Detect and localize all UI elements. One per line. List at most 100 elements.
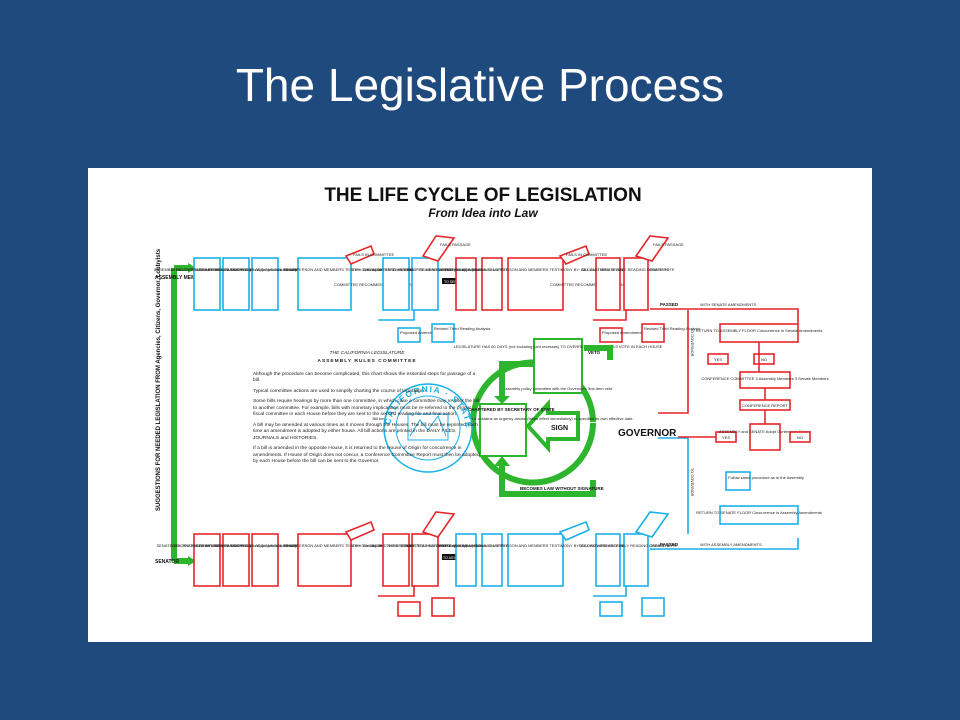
assembly-arrowhead [188, 263, 196, 273]
bottom-step-9-text: RULES ASSIGNS BILLS TO COMMITTEE [454, 543, 530, 548]
conference-report-text: CONFERENCE REPORT [742, 403, 788, 408]
chaptered-box [479, 403, 527, 457]
bottom-step-8-text: FIRST ASSEMBLY READING [440, 543, 493, 548]
bottom-step-11-text: SECOND ASSEMBLY READING [579, 543, 638, 548]
paragraph-1: Although the procedure can become compli… [253, 371, 476, 384]
top-step-8-text: FIRST SENATE READING [442, 267, 490, 272]
no-text-1: NO [761, 357, 767, 362]
seal-mountains [409, 414, 447, 437]
diagram-panel: THE LIFE CYCLE OF LEGISLATION From Idea … [88, 168, 872, 642]
revised-top-2-text: Revised Third Reading Analysis [644, 326, 700, 331]
senator-arrowhead [188, 556, 196, 566]
red-tag-1-text: FAILS IN COMMITTEE [353, 252, 394, 257]
bottom-step-1 [193, 533, 221, 587]
proposed-amend-bottom-2 [599, 601, 623, 617]
top-step-2-text: INTRODUCED BY MEMBER, NUMBERED, FIRST RE… [171, 267, 301, 272]
top-step-7-text: THIRD ASSEMBLY READING DEBATE VOTE [384, 267, 467, 272]
top-step-10-text: COMMITTEE HEARING Policy or Appropriatio… [401, 267, 670, 272]
governor-text: GOVERNOR [618, 428, 677, 439]
top-step-5 [297, 257, 352, 311]
with-assembly-amend: WITH ASSEMBLY AMENDMENTS [700, 542, 762, 547]
bottom-step-2-text: INTRODUCED BY MEMBER, NUMBERED, FIRST RE… [171, 543, 301, 548]
top-step-2 [222, 257, 250, 311]
revised-top-2 [641, 323, 665, 343]
bottom-step-10 [507, 533, 564, 587]
conference-text: CONFERENCE COMMITTEE 3 Assembly Members … [701, 376, 828, 381]
bottom-step-7-text: THIRD SENATE READING DEBATE VOTE [386, 543, 464, 548]
red-tag-2 [421, 235, 456, 262]
top-step-6 [382, 257, 410, 311]
revised-bottom-2 [641, 597, 665, 617]
diagram-subtitle: From Idea into Law [428, 206, 538, 220]
red-tag-4 [634, 235, 670, 262]
yes-text-1: YES [714, 357, 722, 362]
bottom-loop-line [378, 586, 415, 597]
passed-top-line [650, 308, 799, 323]
to-senate-text: TO SENATE [444, 280, 464, 284]
becomes-law-arrowhead [494, 456, 510, 466]
side-label: SUGGESTIONS FOR NEEDED LEGISLATION FROM … [156, 248, 162, 511]
bottom-step-9 [481, 533, 503, 587]
top-loop-line-2 [593, 310, 627, 321]
top-step-3 [251, 257, 279, 311]
paragraph-5: If a bill is amended in the opposite Hou… [253, 446, 480, 465]
red-tag-6 [421, 511, 456, 538]
revised-bottom [431, 597, 455, 617]
bottom-loop-line-2 [593, 586, 627, 597]
passed-bottom-line [650, 538, 799, 550]
top-step-6-text: SECOND ASSEMBLY READING [367, 267, 426, 272]
chaptered-note: Bill becomes law January 1st of the foll… [372, 416, 633, 421]
proposed-amend-top-2 [599, 327, 623, 343]
paragraph-3: Some bills require hearings by more than… [253, 399, 480, 418]
yes-text-2: YES [722, 435, 730, 440]
return-assembly-text: RETURN TO ASSEMBLY FLOOR Concurrence in … [696, 328, 823, 333]
override-note: Assembly policy committee with the Gover… [503, 386, 613, 391]
top-step-11-text: SECOND SENATE READING [581, 267, 634, 272]
paragraph-2: Typical committee actions are used to si… [253, 388, 426, 394]
red-tag-3-text: FAILS IN COMMITTEE [566, 252, 607, 257]
no-text-2: NO [797, 435, 803, 440]
top-step-11 [595, 257, 621, 311]
slide-title: The Legislative Process [235, 59, 725, 111]
committee-heading: ASSEMBLY RULES COMMITTEE [317, 359, 417, 365]
to-governor-bottom: TO GOVERNOR [690, 468, 694, 497]
proposed-amend-bottom [397, 601, 421, 617]
committee-recommend-top: COMMITTEE RECOMMENDATIONS PASS [334, 282, 412, 287]
revised-top-text: Revised Third Reading Analysis [434, 326, 490, 331]
becomes-law-line [499, 464, 596, 497]
senator-label: SENATOR [155, 559, 179, 565]
bottom-step-1-text: SENATE BILL PREPARED BY LEGISLATIVE COUN… [157, 543, 259, 548]
top-step-12-text: THIRD SENATE READING DEBATE VOTE [597, 267, 675, 272]
bottom-step-3 [251, 533, 279, 587]
to-governor-bottom-line [658, 437, 689, 534]
becomes-law-text: BECOMES LAW WITHOUT SIGNATURE [520, 486, 604, 491]
top-step-3-text: RULES COMMITTEE ASSIGNS BILL TO COMMITTE… [216, 267, 314, 272]
bottom-step-12-text: THIRD ASSEMBLY READING DEBATE VOTE [595, 543, 678, 548]
return-senate-text: RETURN TO SENATE FLOOR Concurrence in As… [696, 510, 822, 515]
passed-bottom: PASSED [660, 542, 679, 547]
override-line [499, 361, 534, 398]
bottom-step-5 [297, 533, 352, 587]
legislature-text-block: THE CALIFORNIA LEGISLATURE ASSEMBLY RULE… [253, 351, 481, 470]
top-flow: ASSEMBLY BILL PREPARED BY LEGISLATIVE CO… [154, 235, 700, 343]
paragraph-4: A bill may be amended at various times a… [253, 422, 478, 441]
committee-recommend-top-2: COMMITTEE RECOMMENDATIONS PASS [550, 282, 628, 287]
return-senate-box [719, 505, 799, 525]
bottom-step-11 [595, 533, 621, 587]
veto-arrow-line [584, 345, 613, 360]
with-senate-amend: WITH SENATE AMENDMENTS [700, 302, 757, 307]
sign-arrow [525, 398, 580, 454]
bottom-step-3-text: RULES COMMITTEE ASSIGNS BILL TO COMMITTE… [216, 543, 314, 548]
note-text: Follow same procedure as in the Assembly [728, 475, 804, 480]
top-step-8 [455, 257, 477, 311]
bottom-flow: SENATE BILL PREPARED BY LEGISLATIVE COUN… [157, 511, 678, 617]
seal-inner [395, 395, 461, 461]
diagram-title: THE LIFE CYCLE OF LEGISLATION [324, 185, 641, 206]
top-step-5-text: COMMITTEE HEARING Policy or Appropriatio… [196, 267, 452, 272]
override-arrowhead [494, 396, 510, 404]
adopt-text: ASSEMBLY and SENATE Adopt Conference Rep… [719, 429, 812, 434]
blue-tag-2 [634, 511, 670, 538]
top-step-12 [623, 257, 649, 311]
veto-text: VETO [588, 350, 601, 355]
sign-text: SIGN [551, 425, 568, 432]
